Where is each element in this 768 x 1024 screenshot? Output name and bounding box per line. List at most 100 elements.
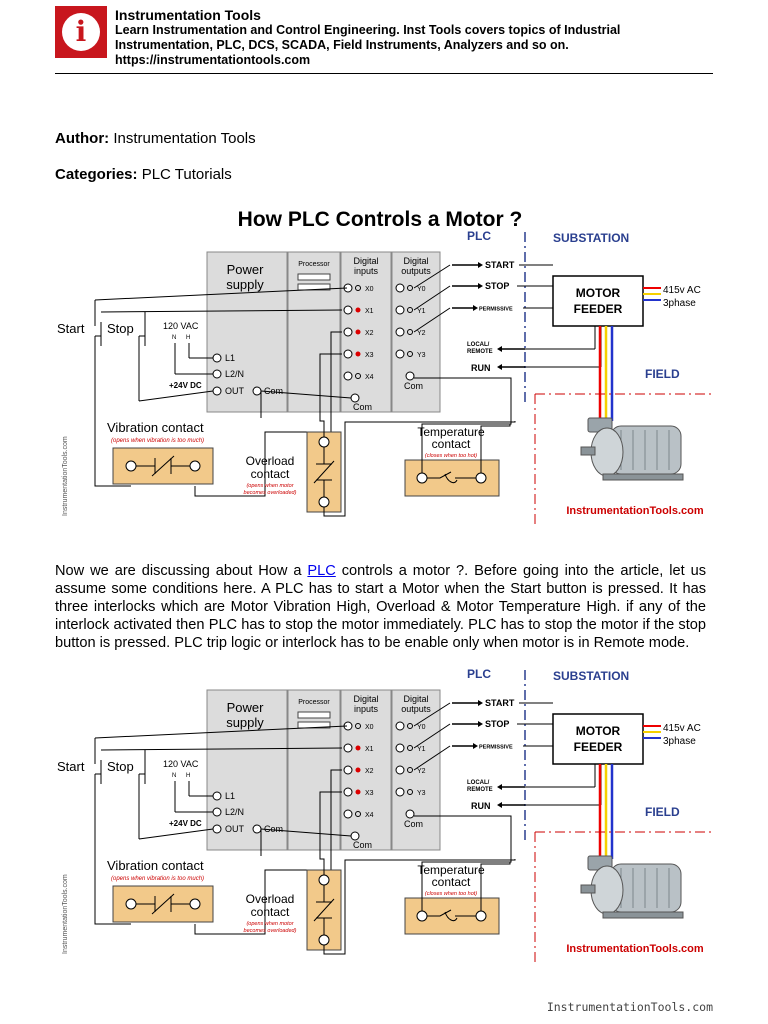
temperature-label: Temperature <box>417 425 485 439</box>
phase-label: 3phase <box>663 298 696 309</box>
stop-label: Stop <box>107 759 134 774</box>
site-tagline-2: Instrumentation, PLC, DCS, SCADA, Field … <box>115 38 569 52</box>
svg-text:H: H <box>186 773 190 779</box>
di-label: Digital <box>353 694 378 704</box>
voltage-label: 415v AC <box>663 285 701 296</box>
header-text: Instrumentation Tools Learn Instrumentat… <box>115 7 715 68</box>
categories-label: Categories: <box>55 166 138 183</box>
svg-text:START: START <box>485 260 515 270</box>
svg-text:X3: X3 <box>365 352 374 359</box>
svg-text:(opens when motor: (opens when motor <box>246 921 294 927</box>
site-tagline-1: Learn Instrumentation and Control Engine… <box>115 23 621 37</box>
output-signals: START STOP PERMISSIVE LOCAL/ REMOTE RUN <box>452 698 525 811</box>
svg-text:becomes overloaded): becomes overloaded) <box>244 490 297 496</box>
motor-feeder-label-2: FEEDER <box>574 740 623 754</box>
paragraph-text-1: Now we are discussing about How a <box>55 563 308 579</box>
overload-label-2: contact <box>251 467 290 481</box>
diagram-bottom: Power supply Processor Digital inputs Di… <box>55 664 715 1009</box>
processor-label: Processor <box>298 699 330 706</box>
paragraph-text-2: controls a motor ?. Before going into th… <box>55 563 707 651</box>
phase-label: 3phase <box>663 736 696 747</box>
motor-feeder-label: MOTOR <box>576 724 621 738</box>
electric-motor-icon <box>580 855 684 919</box>
page-footer: InstrumentationTools.com <box>546 1000 713 1014</box>
svg-text:Y1: Y1 <box>417 308 426 315</box>
svg-text:Com: Com <box>264 824 283 834</box>
do-label-2: outputs <box>401 704 431 714</box>
page-header: i Instrumentation Tools Learn Instrument… <box>55 0 713 74</box>
svg-text:Y3: Y3 <box>417 352 426 359</box>
categories-value[interactable]: PLC Tutorials <box>141 166 232 183</box>
overload-label: Overload <box>246 454 295 468</box>
overload-label: Overload <box>246 892 295 906</box>
svg-text:N: N <box>172 335 176 341</box>
svg-text:Y0: Y0 <box>417 724 426 731</box>
svg-text:X0: X0 <box>365 286 374 293</box>
svg-text:REMOTE: REMOTE <box>467 349 493 355</box>
svg-text:L1: L1 <box>225 791 235 801</box>
start-label: Start <box>57 321 85 336</box>
do-label: Digital <box>403 694 428 704</box>
svg-text:PERMISSIVE: PERMISSIVE <box>479 307 513 313</box>
motor-feeder-label-2: FEEDER <box>574 302 623 316</box>
start-label: Start <box>57 759 85 774</box>
vibration-note: (opens when vibration is too much) <box>111 876 204 882</box>
categories-line: Categories: PLC Tutorials <box>55 166 232 183</box>
site-url[interactable]: https://instrumentationtools.com <box>115 53 311 67</box>
electric-motor-icon <box>580 417 684 481</box>
svg-text:X1: X1 <box>365 308 374 315</box>
svg-text:Com: Com <box>353 840 372 850</box>
author-value: Instrumentation Tools <box>113 130 256 147</box>
svg-text:(closes when too hot): (closes when too hot) <box>425 891 477 897</box>
vibration-note: (opens when vibration is too much) <box>111 438 204 444</box>
side-brand: InstrumentationTools.com <box>62 436 69 516</box>
svg-text:L1: L1 <box>225 353 235 363</box>
side-brand: InstrumentationTools.com <box>62 874 69 954</box>
di-label: Digital <box>353 256 378 266</box>
output-terminals: Y0 Y1 Y2 Y3 Com <box>395 721 426 829</box>
svg-text:X2: X2 <box>365 768 374 775</box>
svg-text:STOP: STOP <box>485 719 509 729</box>
brand-watermark: InstrumentationTools.com <box>566 505 704 517</box>
substation-wiring <box>413 264 602 368</box>
svg-text:REMOTE: REMOTE <box>467 787 493 793</box>
power-terminals: L1 L2/N OUT Com +24V DC <box>169 791 283 834</box>
plc-link[interactable]: PLC <box>307 563 336 579</box>
svg-text:H: H <box>186 335 190 341</box>
field-label: FIELD <box>645 805 680 819</box>
author-label: Author: <box>55 130 110 147</box>
svg-text:Com: Com <box>353 402 372 412</box>
vibration-label: Vibration contact <box>107 858 204 873</box>
svg-text:X3: X3 <box>365 790 374 797</box>
svg-text:(closes when too hot): (closes when too hot) <box>425 453 477 459</box>
svg-text:Com: Com <box>264 386 283 396</box>
svg-text:N: N <box>172 773 176 779</box>
plc-zone-label: PLC <box>467 229 491 243</box>
vibration-label: Vibration contact <box>107 420 204 435</box>
svg-text:Y1: Y1 <box>417 746 426 753</box>
plc-motor-diagram-svg: Power supply Processor Digital inputs Di… <box>57 667 715 964</box>
svg-text:120 VAC: 120 VAC <box>163 759 199 769</box>
plc-motor-diagram-svg: How PLC Controls a Motor ? Power supply … <box>57 208 715 526</box>
svg-text:+24V DC: +24V DC <box>169 819 202 828</box>
temperature-label: Temperature <box>417 863 485 877</box>
input-terminals: X0 X1 X2 X3 X4 Com <box>343 283 374 412</box>
svg-text:Y3: Y3 <box>417 790 426 797</box>
svg-text:Y0: Y0 <box>417 286 426 293</box>
plc-zone-label: PLC <box>467 667 491 681</box>
svg-text:LOCAL/: LOCAL/ <box>467 780 490 786</box>
di-label-2: inputs <box>354 266 379 276</box>
voltage-label: 415v AC <box>663 723 701 734</box>
temperature-label-2: contact <box>432 875 471 889</box>
do-label-2: outputs <box>401 266 431 276</box>
brand-watermark: InstrumentationTools.com <box>566 943 704 955</box>
svg-text:X4: X4 <box>365 812 374 819</box>
processor-label: Processor <box>298 261 330 268</box>
svg-text:PERMISSIVE: PERMISSIVE <box>479 745 513 751</box>
input-terminals: X0 X1 X2 X3 X4 Com <box>343 721 374 850</box>
svg-text:LOCAL/: LOCAL/ <box>467 342 490 348</box>
motor-feeder-box <box>552 713 644 765</box>
svg-text:Y2: Y2 <box>417 330 426 337</box>
svg-text:Com: Com <box>404 381 423 391</box>
svg-text:START: START <box>485 698 515 708</box>
